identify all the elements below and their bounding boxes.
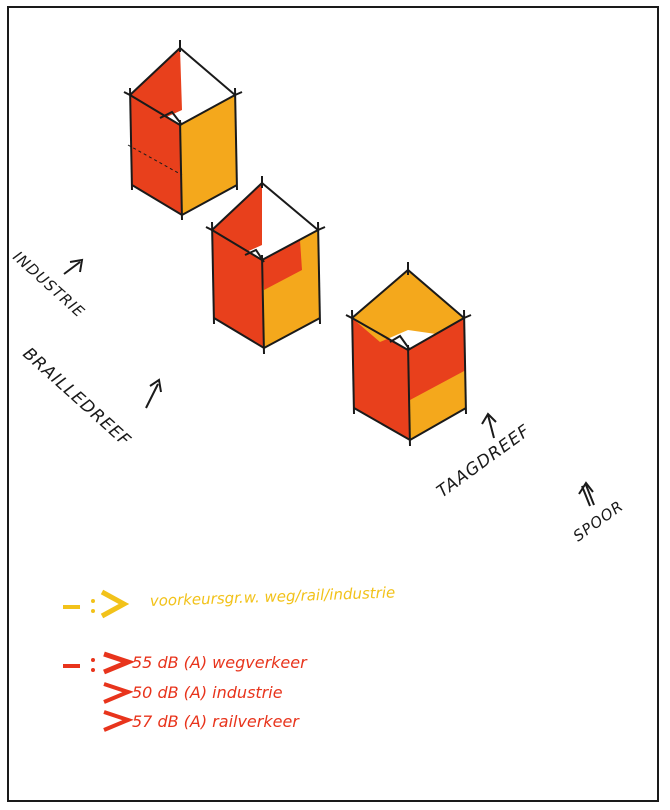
label-spoor: SPOOR	[570, 497, 627, 545]
legend: voorkeursgr.w. weg/rail/industrie 55 dB …	[63, 583, 396, 731]
legend-red-text-2: 50 dB (A) industrie	[132, 683, 283, 702]
label-brailledreef: BRAILLEDREEF	[19, 344, 135, 451]
building-block-2	[206, 176, 325, 354]
arrow-spoor	[579, 483, 594, 506]
building-block-1	[124, 40, 242, 220]
legend-red-text-1: 55 dB (A) wegverkeer	[132, 653, 308, 672]
arrow-taagdreef	[482, 414, 496, 438]
legend-red-symbol	[63, 654, 128, 730]
building-block-3	[346, 262, 471, 446]
arrow-brailledreef	[146, 380, 161, 408]
legend-red-text-3: 57 dB (A) railverkeer	[132, 712, 300, 731]
label-taagdreef: TAAGDREEF	[433, 421, 534, 502]
arrow-industrie	[64, 260, 82, 274]
label-industrie: INDUSTRIE	[9, 248, 88, 322]
legend-yellow-symbol	[63, 592, 124, 616]
legend-yellow-text: voorkeursgr.w. weg/rail/industrie	[150, 583, 396, 610]
